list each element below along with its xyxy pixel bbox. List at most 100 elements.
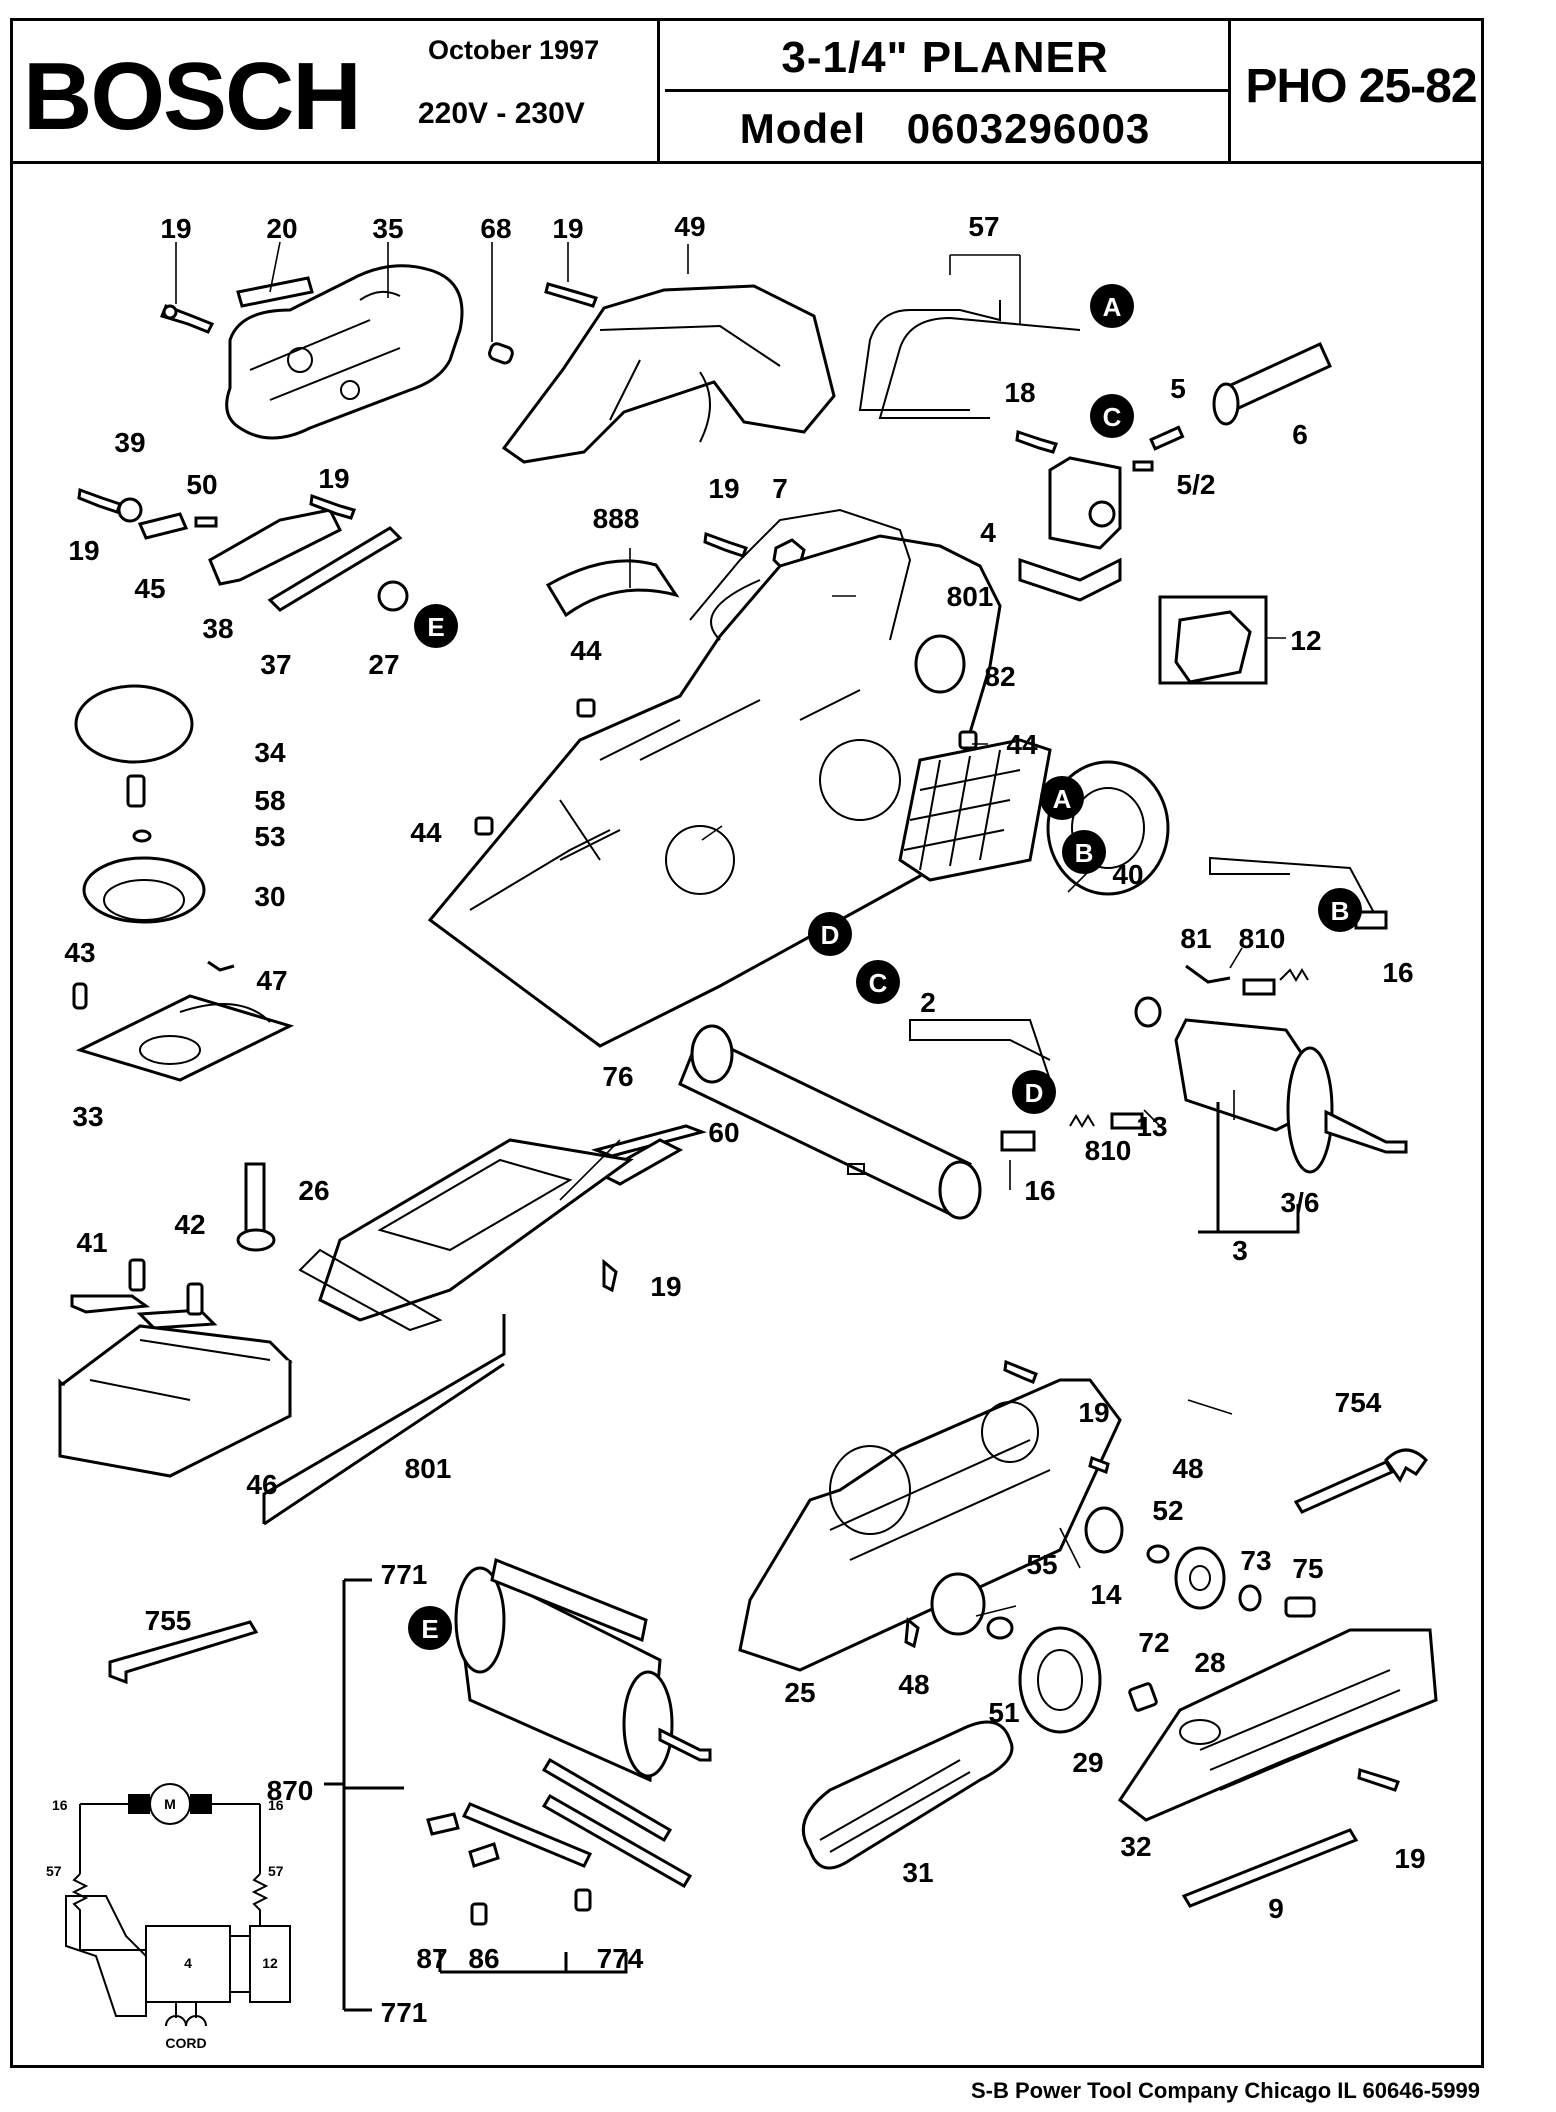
callout-label: 25 bbox=[784, 1677, 815, 1708]
callout-label: 35 bbox=[372, 213, 403, 244]
clip-41 bbox=[70, 1294, 151, 1314]
bearing-55 bbox=[930, 1572, 986, 1636]
callout-label: 33 bbox=[72, 1101, 103, 1132]
callout-label: 19 bbox=[1394, 1843, 1425, 1874]
reference-marker-C: C bbox=[1090, 394, 1134, 438]
callout-label: 44 bbox=[410, 817, 442, 848]
screw-19-center bbox=[703, 531, 748, 558]
callout-label: 14 bbox=[1090, 1579, 1122, 1610]
callout-label: 19 bbox=[708, 473, 739, 504]
main-housing-801 bbox=[427, 508, 1003, 1048]
bearing-14 bbox=[1084, 1506, 1124, 1554]
callout-label: 801 bbox=[405, 1453, 452, 1484]
wiring-schematic: M 16 16 57 57 4 12 CORD bbox=[46, 1783, 291, 2051]
reference-marker-E: E bbox=[414, 604, 458, 648]
reference-marker-D: D bbox=[1012, 1070, 1056, 1114]
screw-87 bbox=[426, 1812, 460, 1836]
nut-73 bbox=[1238, 1584, 1262, 1612]
clip-81 bbox=[1185, 964, 1231, 984]
bracket-801 bbox=[262, 1314, 506, 1526]
revision-date: October 1997 bbox=[428, 35, 600, 65]
callout-label: 3/6 bbox=[1281, 1187, 1320, 1218]
blade-774 bbox=[541, 1757, 673, 1843]
callout-label: 20 bbox=[266, 213, 297, 244]
callout-label: 2 bbox=[920, 987, 936, 1018]
svg-text:E: E bbox=[427, 612, 444, 642]
callout-label: 57 bbox=[968, 211, 999, 242]
brush-label: 16 bbox=[52, 1797, 68, 1813]
product-title: 3-1/4" PLANER bbox=[781, 33, 1109, 82]
callout-label: 48 bbox=[1172, 1453, 1203, 1484]
svg-text:B: B bbox=[1331, 896, 1350, 926]
sheet-888 bbox=[545, 559, 680, 618]
title-divider bbox=[665, 89, 1231, 92]
callout-label: 28 bbox=[1194, 1647, 1225, 1678]
screw-19-sole bbox=[602, 1258, 618, 1293]
motor-symbol: M bbox=[164, 1796, 176, 1812]
drive-housing-25 bbox=[738, 1378, 1122, 1672]
callout-label: 58 bbox=[254, 785, 285, 816]
tube-60 bbox=[678, 1024, 982, 1220]
title-block: BOSCH October 1997 220V - 230V 3-1/4" PL… bbox=[10, 18, 1484, 164]
reference-marker-B: B bbox=[1062, 830, 1106, 874]
plate-76 bbox=[591, 1124, 707, 1186]
knob-34 bbox=[74, 684, 194, 764]
washer-53 bbox=[132, 829, 152, 843]
callout-label: 12 bbox=[1290, 625, 1321, 656]
callout-label: 46 bbox=[246, 1469, 277, 1500]
screw-86 bbox=[468, 1842, 500, 1868]
reference-marker-A: A bbox=[1090, 284, 1134, 328]
spacer-75 bbox=[1284, 1596, 1316, 1618]
screw-18 bbox=[1015, 429, 1058, 454]
callout-label: 45 bbox=[134, 573, 165, 604]
callout-label: 3 bbox=[1232, 1235, 1248, 1266]
model-label: Model bbox=[739, 105, 867, 152]
decal-9 bbox=[1181, 1828, 1359, 1908]
screw-19-left bbox=[77, 487, 122, 514]
callout-label: 31 bbox=[902, 1857, 933, 1888]
bracket-38 bbox=[208, 508, 343, 586]
bolt-41 bbox=[128, 1258, 146, 1292]
brand-logo: BOSCH bbox=[23, 43, 362, 150]
screw-19-mid bbox=[309, 493, 356, 520]
wire-label: 57 bbox=[46, 1863, 62, 1879]
label-plate-20 bbox=[236, 276, 314, 308]
bolt-42 bbox=[186, 1282, 204, 1316]
callout-label: 51 bbox=[988, 1697, 1019, 1728]
callout-label: 38 bbox=[202, 613, 233, 644]
field-2 bbox=[898, 738, 1052, 882]
drive-belt-31 bbox=[801, 1720, 1014, 1870]
callout-label: 754 bbox=[1335, 1387, 1382, 1418]
svg-text:D: D bbox=[1025, 1078, 1044, 1108]
callout-label: 5 bbox=[1170, 373, 1186, 404]
callout-label: 75 bbox=[1292, 1553, 1323, 1584]
callout-label: 30 bbox=[254, 881, 285, 912]
callout-label: 18 bbox=[1004, 377, 1035, 408]
callout-label: 87 bbox=[416, 1943, 447, 1974]
callout-label: 801 bbox=[947, 581, 994, 612]
callout-label: 73 bbox=[1240, 1545, 1271, 1576]
base-46 bbox=[58, 1324, 293, 1478]
nut-44-c bbox=[474, 816, 494, 836]
handle-cover-49 bbox=[501, 284, 836, 464]
callout-label: 76 bbox=[602, 1061, 633, 1092]
callout-label: 19 bbox=[1078, 1397, 1109, 1428]
svg-text:E: E bbox=[421, 1614, 438, 1644]
callout-label: 49 bbox=[674, 211, 705, 242]
cord-label: CORD bbox=[165, 2035, 206, 2051]
callout-label: 47 bbox=[256, 965, 287, 996]
callout-label: 771 bbox=[381, 1997, 428, 2028]
adjusting-knob-30 bbox=[82, 856, 206, 924]
diagram-frame bbox=[10, 164, 1484, 2068]
callout-labels: 19 20 35 68 19 49 57 39 50 19 19 45 38 3… bbox=[64, 211, 1425, 2028]
brush-lead-57-left bbox=[909, 1019, 1051, 1081]
screw-48-a bbox=[1088, 1456, 1110, 1474]
callout-label: 7 bbox=[772, 473, 788, 504]
screw-48-b bbox=[904, 1617, 920, 1649]
model-line: Model 0603296003 bbox=[665, 105, 1225, 153]
cutter-head-870 bbox=[454, 1566, 712, 1783]
hex-key-755 bbox=[108, 1620, 259, 1685]
callout-label: 19 bbox=[160, 213, 191, 244]
rail-37 bbox=[267, 526, 403, 612]
